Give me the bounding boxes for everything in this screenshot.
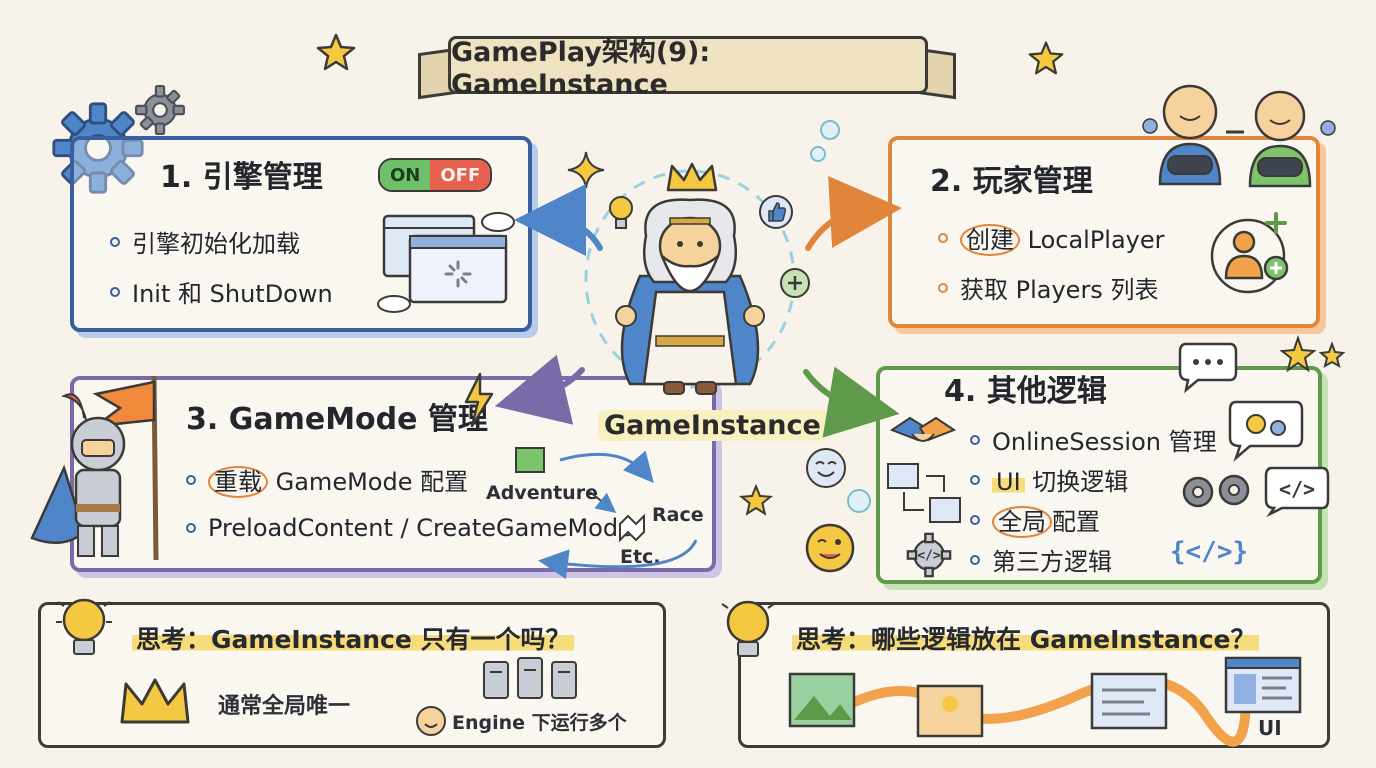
player-item: 创建 LocalPlayer bbox=[938, 220, 1165, 256]
bullet-icon bbox=[970, 474, 980, 485]
user-face-icon bbox=[416, 706, 446, 736]
other-item: UI 切换逻辑 bbox=[970, 462, 1128, 497]
think-one-title: 思考：GameInstance 只有一个吗？ bbox=[132, 620, 575, 656]
other-item: OnlineSession 管理 bbox=[970, 422, 1217, 457]
gamemode-management-panel bbox=[70, 376, 716, 572]
think-two-title: 思考：哪些逻辑放在 GameInstance？ bbox=[792, 620, 1260, 656]
bullet-icon bbox=[938, 282, 948, 293]
crown-icon bbox=[120, 678, 190, 724]
gamemode-item: 重载 GameMode 配置 bbox=[186, 462, 468, 498]
mode-label-race: Race bbox=[652, 504, 704, 526]
code-gear-icon: </> bbox=[906, 532, 952, 578]
think-two-ui-label: UI bbox=[1258, 716, 1282, 740]
player-title: 2. 玩家管理 bbox=[930, 164, 1093, 199]
engine-item: Init 和 ShutDown bbox=[110, 274, 333, 309]
thumbs-up-icon bbox=[759, 195, 793, 229]
bullet-icon bbox=[110, 236, 120, 247]
page-title-banner: GamePlay架构(9): GameInstance bbox=[448, 36, 928, 100]
on-off-toggle: ON OFF bbox=[378, 158, 493, 192]
code-braces-icon: {</>} bbox=[1170, 537, 1248, 567]
bullet-icon bbox=[186, 523, 196, 533]
mode-label-etc: Etc. bbox=[620, 546, 661, 568]
toggle-off-label: OFF bbox=[430, 160, 491, 190]
handshake-icon bbox=[889, 416, 957, 442]
think-one-note-right: Engine 下运行多个 bbox=[452, 712, 627, 734]
engine-item: 引擎初始化加载 bbox=[110, 224, 300, 259]
bubbles-icon bbox=[810, 120, 840, 162]
svg-text:{</>}: {</>} bbox=[1170, 537, 1248, 567]
loading-window-icon bbox=[377, 212, 515, 313]
chat-bubble-icon bbox=[1178, 342, 1238, 394]
bullet-icon bbox=[110, 286, 120, 297]
code-bubble-icon: </> bbox=[1264, 466, 1330, 518]
gear-icon bbox=[1182, 474, 1250, 508]
wink-icon bbox=[805, 523, 855, 573]
lightning-icon bbox=[464, 372, 494, 428]
gamemode-item: PreloadContent / CreateGameMode bbox=[186, 514, 633, 542]
mode-cycle-arrows bbox=[515, 447, 698, 580]
center-label: GameInstance bbox=[598, 410, 827, 441]
bullet-icon bbox=[938, 232, 948, 243]
flow-path-icon bbox=[788, 656, 1302, 747]
bullet-icon bbox=[970, 554, 980, 565]
knight-icon bbox=[30, 375, 159, 561]
player-item: 获取 Players 列表 bbox=[938, 270, 1158, 305]
engine-title: 1. 引擎管理 bbox=[160, 160, 323, 195]
servers-icon bbox=[483, 657, 577, 699]
bullet-icon bbox=[970, 514, 980, 525]
gear-icon bbox=[135, 85, 185, 135]
other-logic-panel bbox=[876, 366, 1322, 584]
bullet-icon bbox=[970, 434, 980, 445]
page-title: GamePlay架构(9): GameInstance bbox=[451, 37, 711, 100]
lightbulb-icon bbox=[721, 600, 775, 657]
svg-text:</>: </> bbox=[1279, 477, 1315, 501]
star-icon bbox=[738, 483, 774, 516]
mode-label-adventure: Adventure bbox=[486, 482, 598, 504]
stars-icon bbox=[1279, 334, 1346, 373]
star-icon bbox=[316, 33, 356, 71]
think-one-note-left: 通常全局唯一 bbox=[218, 694, 351, 719]
gamemode-title: 3. GameMode 管理 bbox=[186, 402, 488, 437]
other-item: 第三方逻辑 bbox=[970, 542, 1112, 577]
crown-icon bbox=[666, 162, 718, 192]
other-item: 全局配置 bbox=[970, 502, 1100, 538]
gear-icon bbox=[52, 102, 144, 194]
lightbulb-icon bbox=[609, 196, 633, 229]
add-user-icon bbox=[1210, 212, 1289, 294]
bubbles-icon bbox=[847, 489, 871, 513]
bullet-icon bbox=[186, 474, 196, 485]
players-gaming-icon bbox=[1142, 84, 1336, 188]
lightbulb-icon bbox=[56, 598, 112, 655]
wizard-king-icon bbox=[615, 198, 765, 395]
star-icon bbox=[1028, 41, 1064, 75]
toggle-on-label: ON bbox=[380, 160, 431, 190]
other-title: 4. 其他逻辑 bbox=[944, 374, 1107, 409]
settings-chat-icon bbox=[1228, 400, 1304, 462]
smiley-icon bbox=[806, 448, 846, 488]
plus-bubble-icon bbox=[780, 268, 810, 298]
svg-text:</>: </> bbox=[917, 549, 941, 564]
window-switch-icon bbox=[887, 463, 961, 523]
